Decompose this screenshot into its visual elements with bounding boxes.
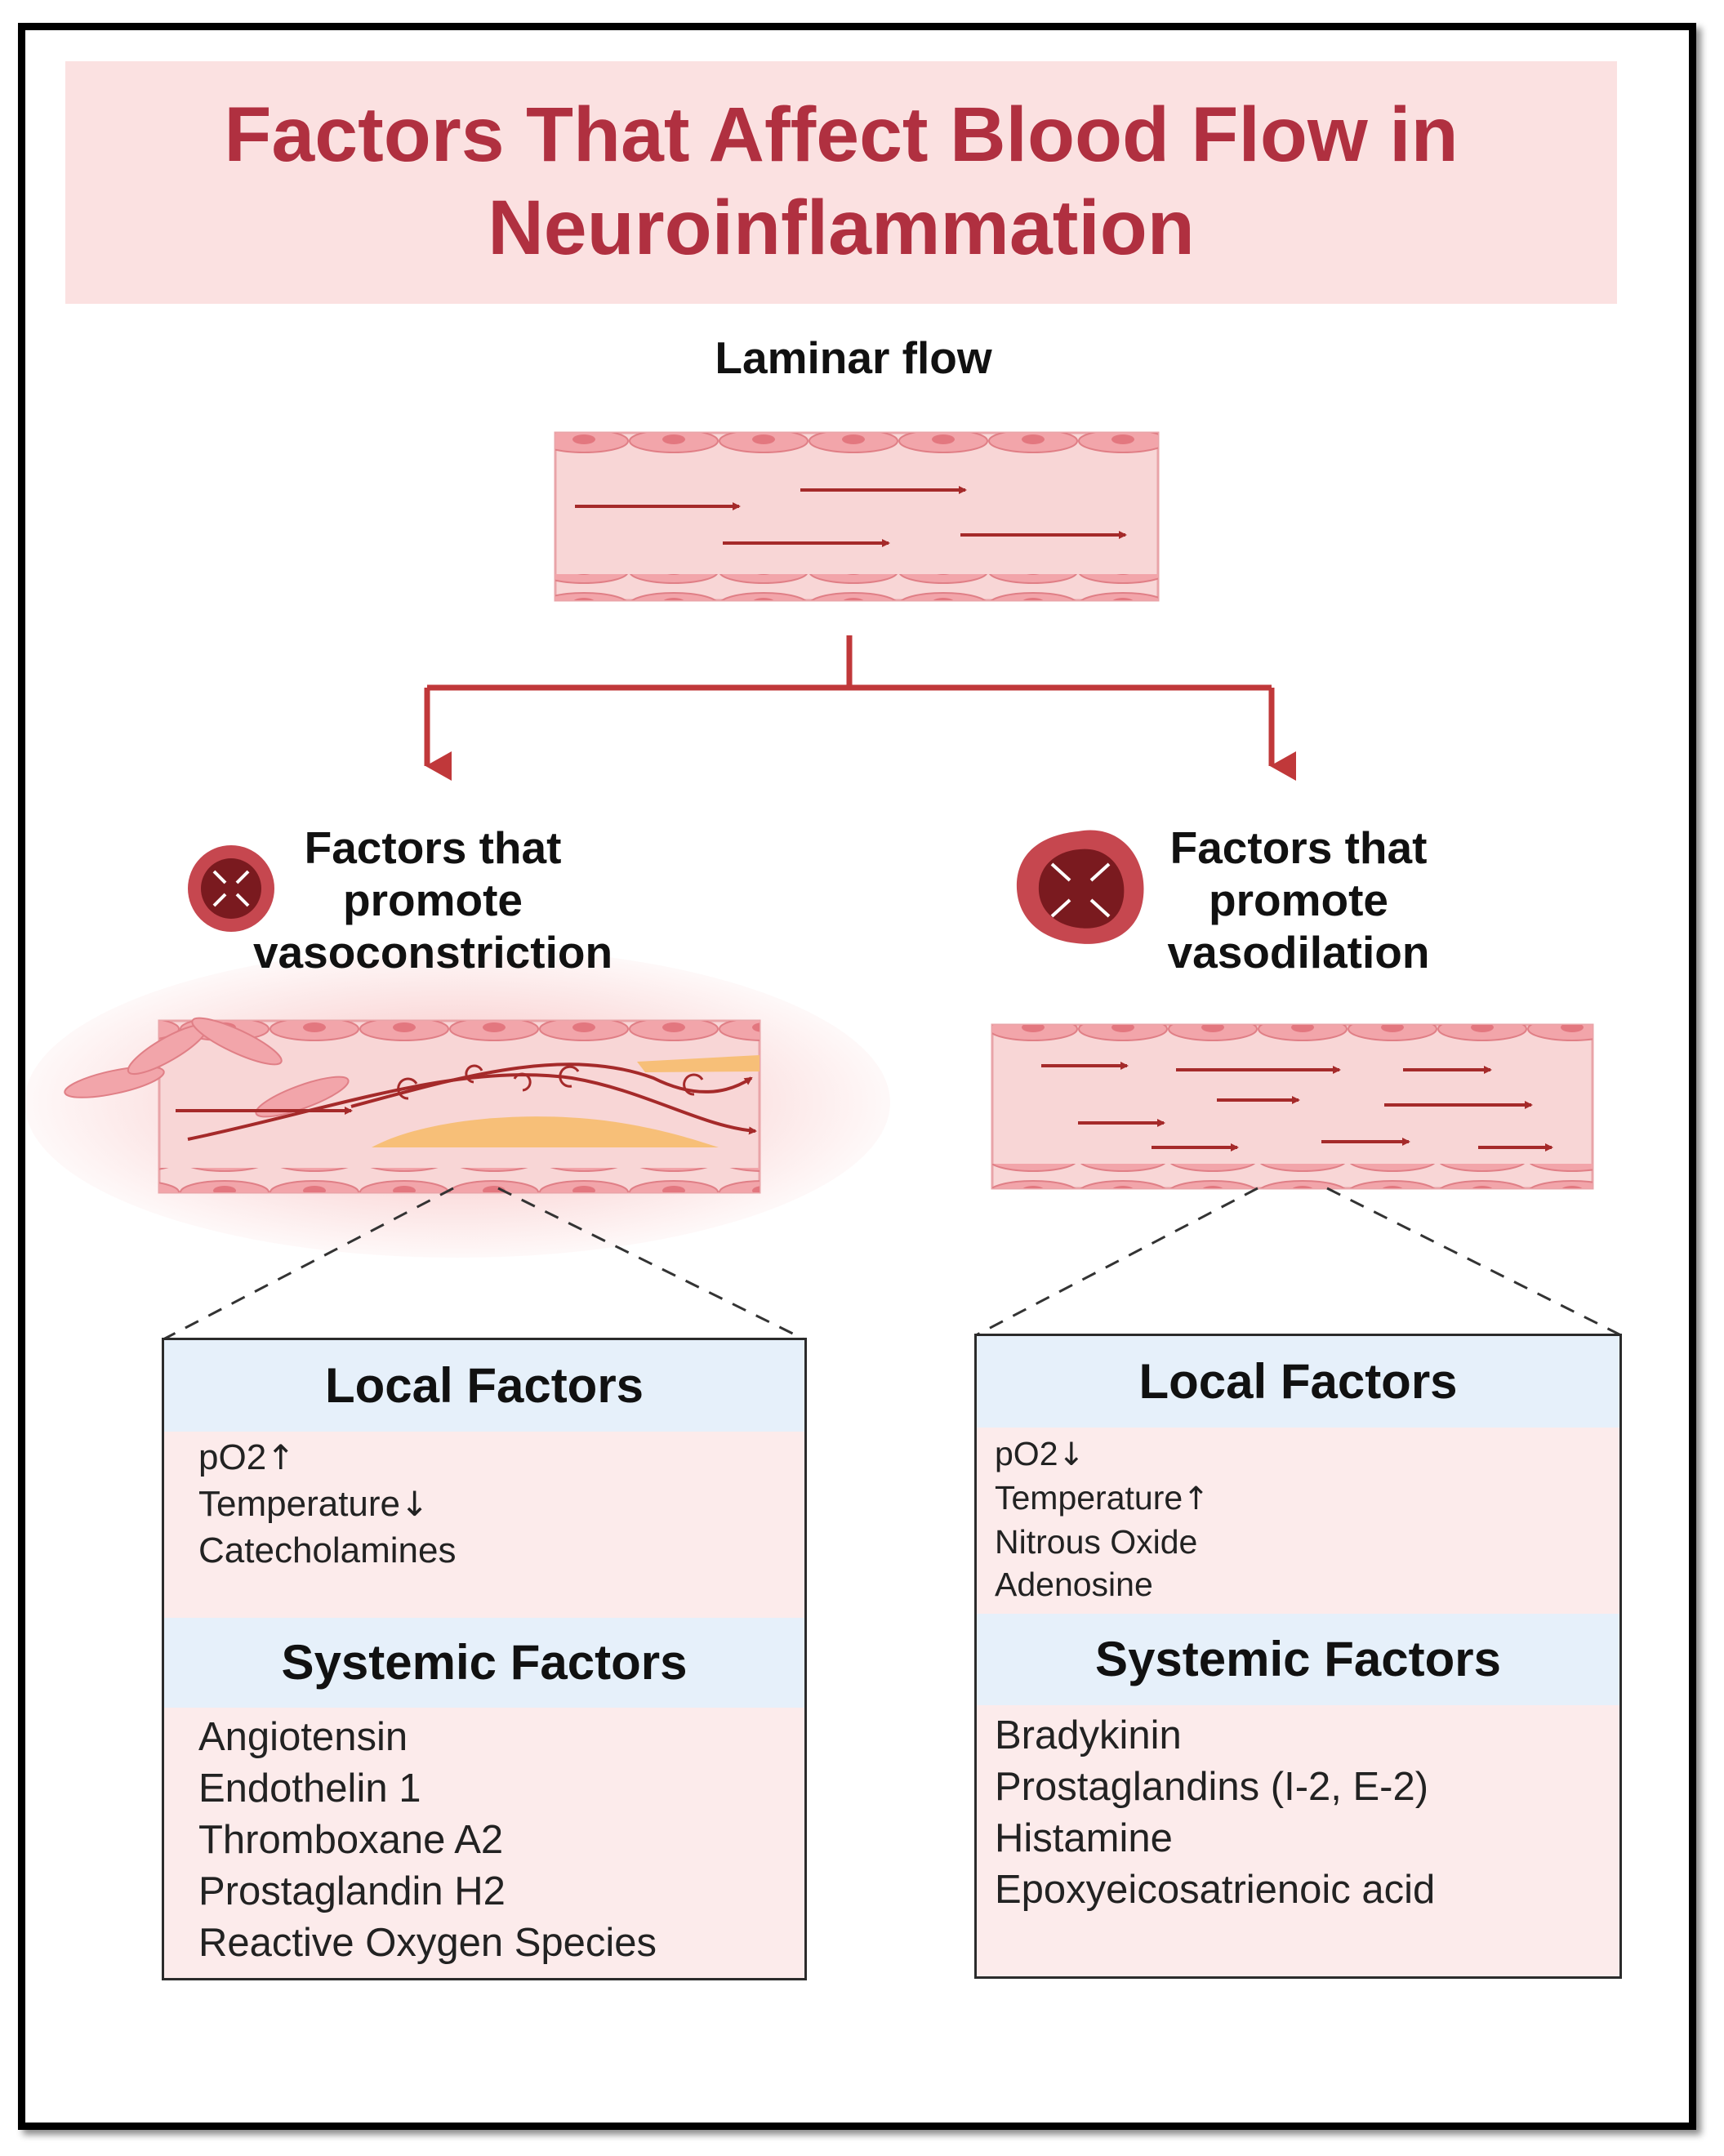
systemic-factors-list: Bradykinin Prostaglandins (I-2, E-2) His… [995,1710,1435,1916]
systemic-factors-list: Angiotensin Endothelin 1 Thromboxane A2 … [198,1712,657,1969]
list-item: Bradykinin [995,1713,1182,1757]
zoom-lines [163,1187,1622,1341]
figure-frame [18,23,1696,2130]
laminar-vessel [554,431,1160,602]
local-factors-title: Local Factors [977,1336,1619,1428]
constricted-vessel [25,947,890,1258]
list-item: Prostaglandins (I-2, E-2) [995,1765,1429,1809]
down-arrow-icon: ↓ [1058,1437,1085,1473]
list-item: Endothelin 1 [198,1766,421,1811]
list-item: Temperature↓ [198,1484,430,1524]
local-factors-list: pO2↑ Temperature↓ Catecholamines [198,1434,457,1574]
vasoconstriction-icon [188,845,274,932]
list-item: pO2↑ [198,1437,296,1477]
title-banner [65,61,1617,304]
vasodilation-heading: Factors that promote vasodilation [1115,822,1482,978]
systemic-factors-title: Systemic Factors [164,1618,804,1708]
local-factors-list: pO2↓ Temperature↑ Nitrous Oxide Adenosin… [995,1432,1209,1606]
vasodilation-icon [1016,830,1144,944]
dilated-vessel [991,1023,1594,1190]
list-item: Nitrous Oxide [995,1523,1198,1561]
list-item: Temperature↑ [995,1479,1209,1517]
vasoconstriction-heading-line-2: promote [343,875,523,925]
up-arrow-icon: ↑ [1183,1481,1209,1517]
list-item: Angiotensin [198,1715,408,1759]
vasoconstriction-heading-line-1: Factors that [304,822,562,873]
list-item: Epoxyeicosatrienoic acid [995,1868,1436,1912]
vasoconstriction-heading-line-3: vasoconstriction [252,927,613,978]
list-item: pO2↓ [995,1435,1085,1473]
list-item: Adenosine [995,1566,1153,1603]
list-item: Reactive Oxygen Species [198,1921,657,1965]
list-item: Thromboxane A2 [198,1818,504,1862]
list-item: Histamine [995,1816,1173,1860]
down-arrow-icon: ↓ [400,1484,430,1524]
list-item: Prostaglandin H2 [198,1869,506,1913]
vasodilation-heading-line-2: promote [1209,875,1388,925]
vasodilation-heading-line-3: vasodilation [1167,927,1430,978]
up-arrow-icon: ↑ [266,1437,296,1477]
local-factors-title: Local Factors [164,1340,804,1432]
list-item: Catecholamines [198,1530,457,1570]
vasodilation-factors-box: Local Factors pO2↓ Temperature↑ Nitrous … [974,1334,1622,1979]
branch-arrows [424,635,1296,781]
vasoconstriction-heading: Factors that promote vasoconstriction [237,822,629,978]
figure-title: Factors That Affect Blood Flow in Neuroi… [224,91,1459,271]
laminar-flow-label: Laminar flow [715,332,992,383]
systemic-factors-title: Systemic Factors [977,1614,1619,1705]
vasoconstriction-factors-box: Local Factors pO2↑ Temperature↓ Catechol… [162,1338,807,1980]
vasodilation-heading-line-1: Factors that [1169,822,1428,873]
